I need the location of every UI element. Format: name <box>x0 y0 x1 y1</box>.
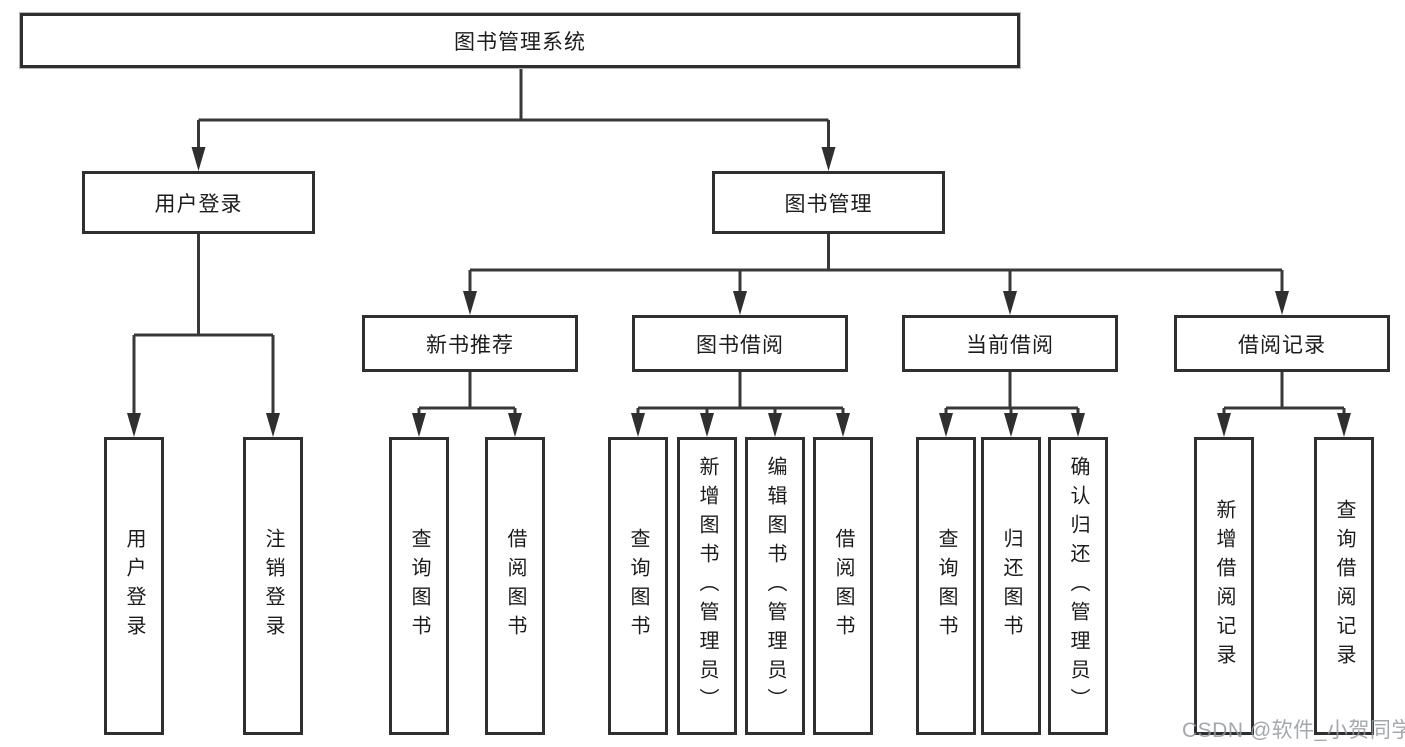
node-label: 借阅记录 <box>1238 333 1326 357</box>
node-book-borrowing: 图书借阅 <box>632 315 848 372</box>
node-new-book-recommendation: 新书推荐 <box>362 315 578 372</box>
node-label: 确认归还（管理员） <box>1067 455 1089 717</box>
node-label: 图书管理系统 <box>454 30 586 54</box>
leaf-query-books-borrow: 查询图书 <box>608 437 668 735</box>
node-label: 新书推荐 <box>426 333 514 357</box>
leaf-borrow-books-recommend: 借阅图书 <box>485 437 545 735</box>
leaf-return-books: 归还图书 <box>981 437 1041 735</box>
leaf-borrow-books: 借阅图书 <box>813 437 873 735</box>
node-label: 查询图书 <box>408 528 430 644</box>
node-label: 查询借阅记录 <box>1333 499 1355 673</box>
node-label: 编辑图书（管理员） <box>764 455 786 717</box>
node-book-management: 图书管理 <box>712 171 945 234</box>
node-user-login: 用户登录 <box>82 171 315 234</box>
node-label: 归还图书 <box>1000 528 1022 644</box>
node-label: 注销登录 <box>262 528 284 644</box>
node-label: 用户登录 <box>123 528 145 644</box>
node-label: 借阅图书 <box>504 528 526 644</box>
node-library-management-system: 图书管理系统 <box>20 13 1020 68</box>
leaf-query-borrow-record: 查询借阅记录 <box>1314 437 1374 735</box>
leaf-confirm-return-admin: 确认归还（管理员） <box>1048 437 1108 735</box>
leaf-add-borrow-record: 新增借阅记录 <box>1194 437 1254 735</box>
node-label: 当前借阅 <box>966 333 1054 357</box>
leaf-add-book-admin: 新增图书（管理员） <box>677 437 737 735</box>
leaf-logout: 注销登录 <box>243 437 303 735</box>
node-label: 查询图书 <box>627 528 649 644</box>
leaf-edit-book-admin: 编辑图书（管理员） <box>745 437 805 735</box>
node-label: 借阅图书 <box>832 528 854 644</box>
node-label: 新增借阅记录 <box>1213 499 1235 673</box>
leaf-query-books-current: 查询图书 <box>916 437 976 735</box>
node-borrowing-records: 借阅记录 <box>1174 315 1390 372</box>
leaf-user-login: 用户登录 <box>104 437 164 735</box>
node-label: 查询图书 <box>935 528 957 644</box>
node-label: 图书借阅 <box>696 333 784 357</box>
csdn-watermark: CSDN @软件_小贺同学 <box>1182 719 1405 742</box>
node-label: 新增图书（管理员） <box>696 455 718 717</box>
leaf-query-books-recommend: 查询图书 <box>389 437 449 735</box>
node-current-borrowing: 当前借阅 <box>902 315 1118 372</box>
node-label: 用户登录 <box>154 192 243 216</box>
node-label: 图书管理 <box>784 192 873 216</box>
